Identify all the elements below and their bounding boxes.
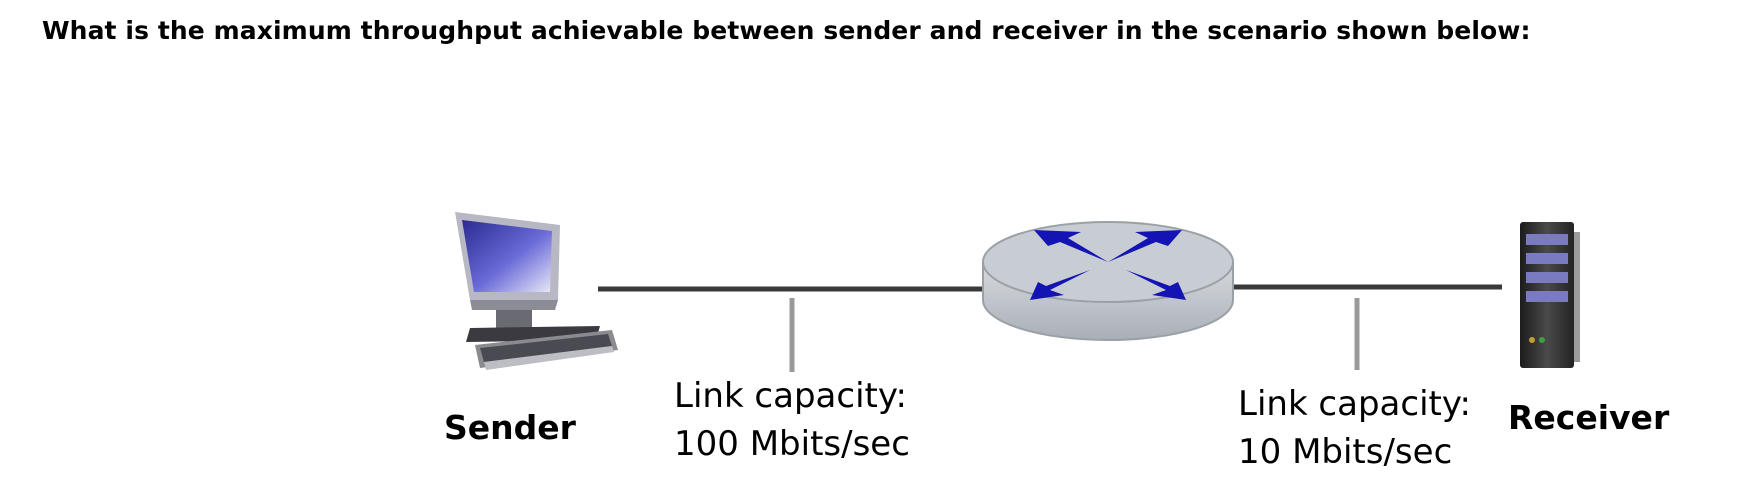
server-tower-icon (1520, 222, 1580, 368)
link-1-label: Link capacity: 100 Mbits/sec (674, 372, 910, 468)
link-2-caption: Link capacity: (1238, 384, 1471, 424)
link-2-capacity: 10 Mbits/sec (1238, 432, 1453, 472)
receiver-label: Receiver (1508, 398, 1670, 437)
link-1-capacity: 100 Mbits/sec (674, 424, 910, 464)
link-2-label: Link capacity: 10 Mbits/sec (1238, 380, 1471, 476)
link-1-caption: Link capacity: (674, 376, 907, 416)
question-text: What is the maximum throughput achievabl… (42, 16, 1531, 45)
router-icon (982, 221, 1234, 341)
sender-label: Sender (444, 408, 576, 447)
desktop-computer-icon (455, 212, 618, 370)
